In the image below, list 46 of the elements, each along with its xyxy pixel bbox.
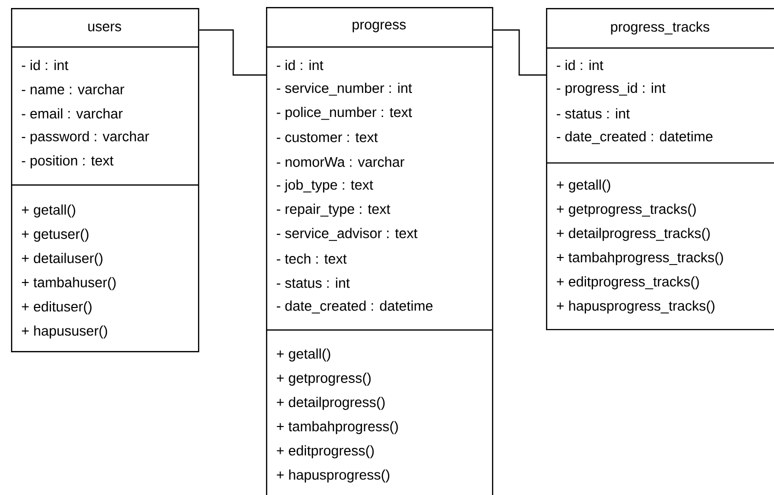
- attribute-text: - service_advisor : text: [276, 228, 418, 241]
- method-text: + detailprogress(): [276, 396, 385, 410]
- attribute-text: - id : int: [276, 60, 324, 70]
- attribute-text: - email : varchar: [22, 108, 123, 119]
- attribute-text: - id : int: [22, 60, 68, 70]
- attribute-text: - name : varchar: [22, 84, 124, 94]
- attribute-text: - repair_type : text: [276, 204, 390, 217]
- attribute-text: - tech : text: [276, 253, 347, 264]
- method-text: + getall(): [276, 348, 330, 362]
- method-text: + hapusprogress(): [276, 469, 390, 482]
- method-text: + hapususer(): [22, 325, 108, 339]
- attribute-text: - job_type : text: [276, 179, 374, 193]
- class-box: [546, 8, 774, 330]
- connector-line: [493, 29, 546, 76]
- attribute-text: - date_created : datetime: [276, 300, 432, 314]
- attribute-text: - id : int: [556, 60, 604, 70]
- method-text: + edituser(): [22, 301, 92, 314]
- attribute-text: - status : int: [276, 278, 350, 288]
- method-text: + detailuser(): [22, 252, 102, 266]
- attribute-text: - police_number : text: [276, 106, 412, 120]
- class-name: progress: [352, 22, 406, 32]
- method-text: + detailprogress_tracks(): [556, 228, 710, 241]
- attribute-text: - password : varchar: [22, 131, 150, 144]
- class-name: users: [88, 24, 122, 32]
- attribute-text: - customer : text: [276, 133, 378, 142]
- method-text: + getuser(): [22, 228, 88, 242]
- class-box: [11, 8, 200, 352]
- attribute-text: - date_created : datetime: [556, 131, 712, 144]
- attribute-text: - service_number : int: [276, 82, 412, 96]
- connector-line: [199, 29, 266, 76]
- method-text: + editprogress_tracks(): [556, 276, 699, 290]
- class-box: [266, 7, 494, 495]
- method-text: + tambahprogress_tracks(): [556, 252, 723, 266]
- class-name: progress_tracks: [611, 21, 710, 35]
- attribute-text: - nomorWa : varchar: [276, 156, 404, 167]
- method-text: + editprogress(): [276, 445, 374, 458]
- attribute-text: - status : int: [556, 108, 630, 119]
- method-text: + getall(): [556, 179, 610, 193]
- method-text: + tambahuser(): [22, 277, 116, 290]
- method-text: + getprogress_tracks(): [556, 204, 696, 217]
- method-text: + getprogress(): [276, 372, 371, 386]
- attribute-text: - progress_id : int: [556, 82, 666, 96]
- method-text: + hapusprogress_tracks(): [556, 300, 714, 314]
- attribute-text: - position : text: [22, 155, 114, 168]
- method-text: + tambahprogress(): [276, 421, 398, 434]
- method-text: + getall(): [22, 204, 76, 218]
